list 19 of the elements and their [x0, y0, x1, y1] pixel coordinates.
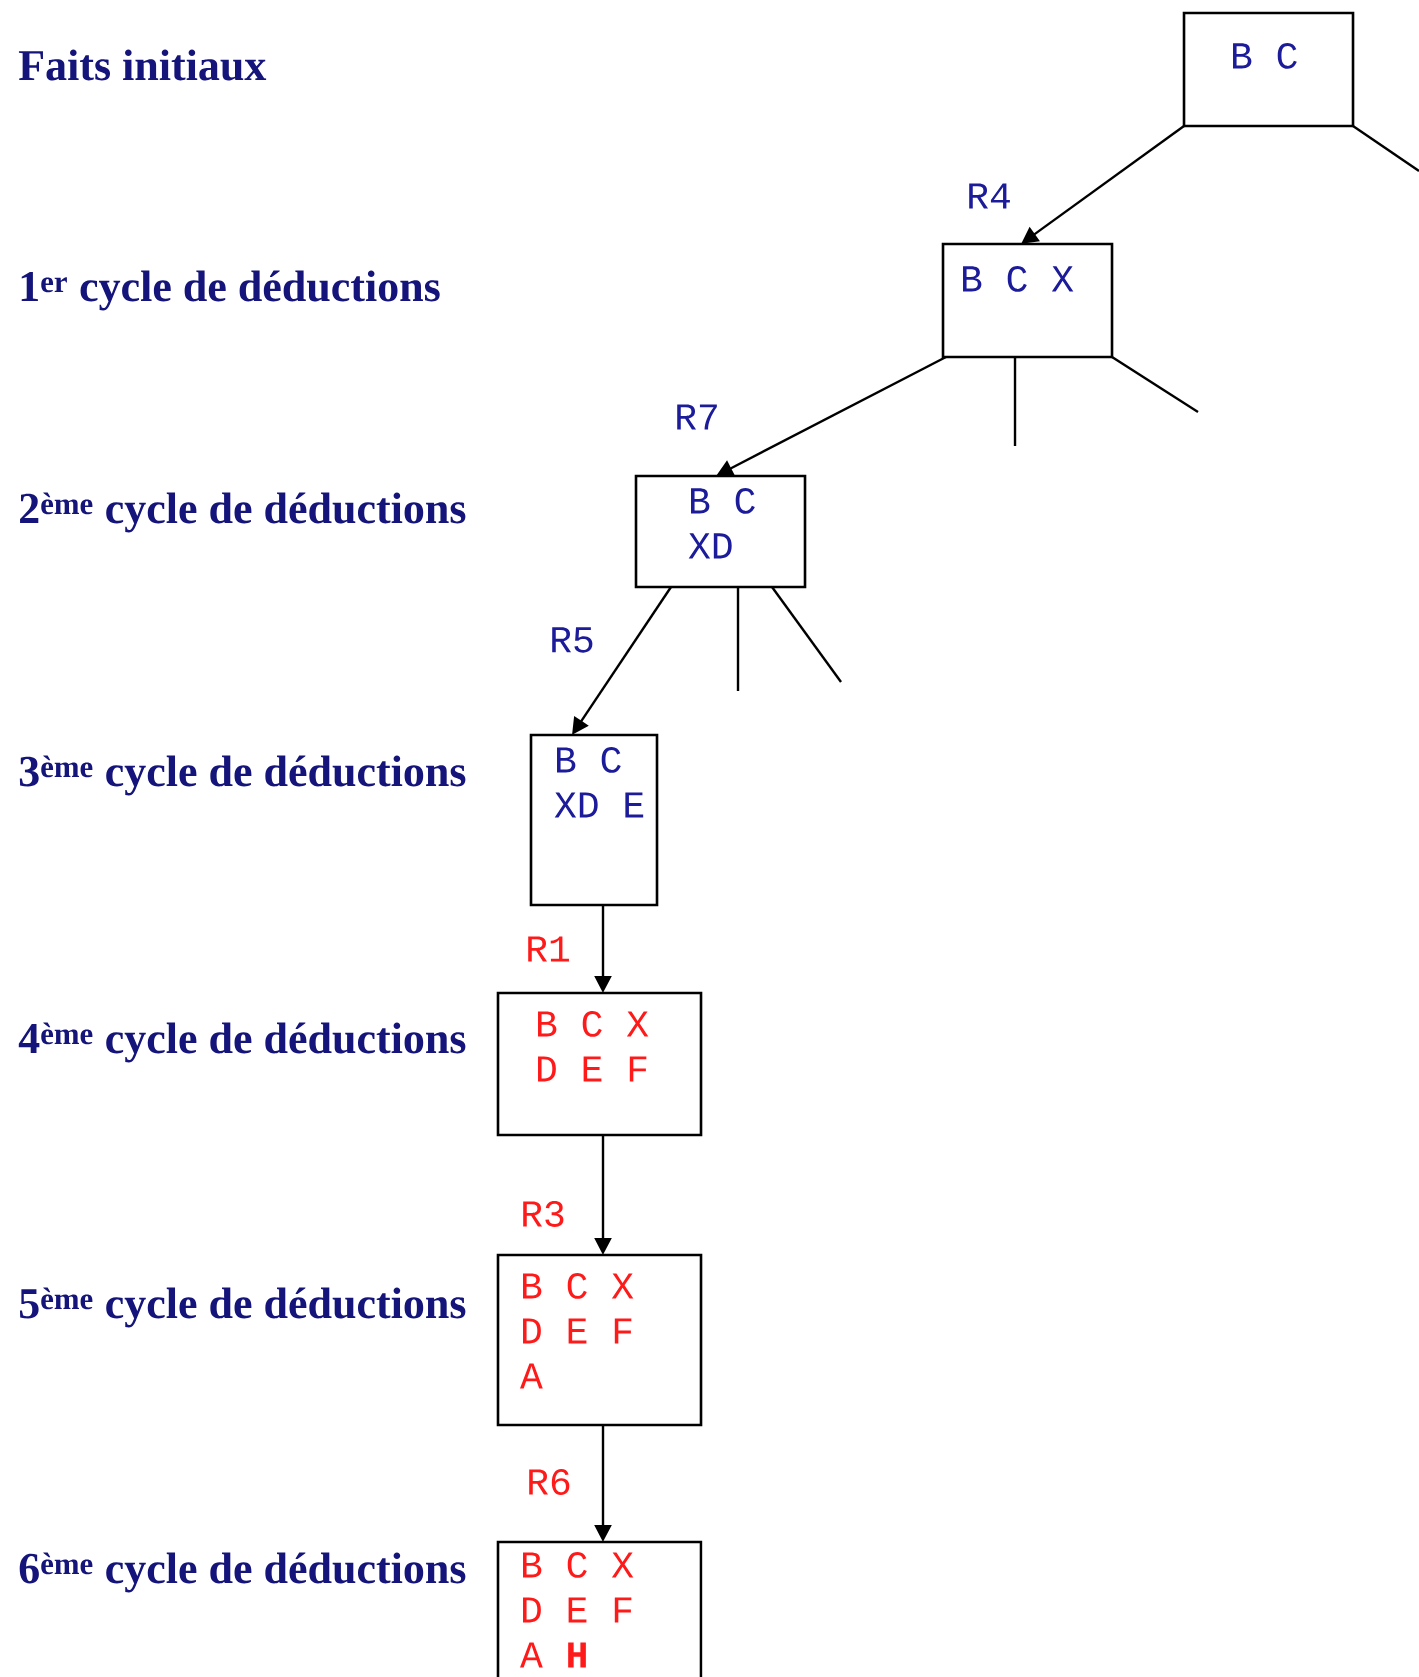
fact-box: B C	[1182, 11, 1355, 128]
edge-label: R3	[523, 1201, 564, 1227]
edge-label: R4	[969, 183, 1010, 209]
edge-label: R6	[529, 1469, 570, 1495]
edge-label: R1	[528, 936, 569, 962]
fact-box: B C X D E F A	[496, 1253, 703, 1427]
fact-box: B C XD E	[529, 733, 659, 907]
edge-label: R7	[677, 404, 717, 430]
cycle-label: 3$^{ème}$ cycle de déductions	[19, 755, 466, 796]
fact-box: B C X	[941, 242, 1114, 359]
cycle-label: Faits initiaux	[18, 49, 267, 81]
arrow	[1021, 125, 1185, 244]
fact-box: B C X D E F A H	[496, 1540, 703, 1677]
edge-label: R5	[552, 627, 593, 653]
cycle-label: 1$^{er}$ cycle de déductions	[21, 270, 440, 311]
fact-box: B C X D E F	[496, 991, 703, 1137]
cycle-label: 2$^{ème}$ cycle de déductions	[20, 492, 466, 533]
cycle-label: 6$^{ème}$ cycle de déductions	[19, 1552, 466, 1593]
fact-box: B C XD	[634, 474, 807, 589]
